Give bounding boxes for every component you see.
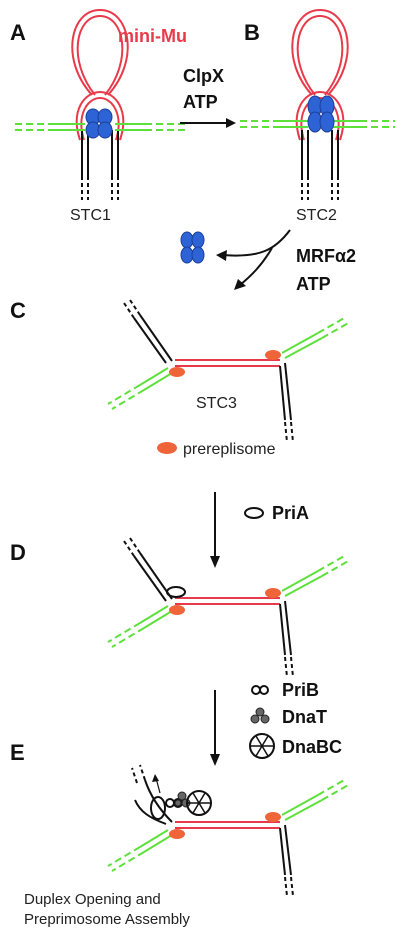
mua-tetramer-a <box>85 108 113 139</box>
mrf-label: MRFα2 <box>296 246 356 266</box>
pria-bound <box>166 586 186 598</box>
stc3-label: STC3 <box>196 395 237 412</box>
prib-legend-icon <box>251 685 269 695</box>
mua-released <box>180 231 205 264</box>
mini-mu-loop-outer <box>71 8 129 96</box>
stc1-label: STC1 <box>70 207 111 224</box>
panel-d-structure <box>107 537 351 678</box>
panel-label-b: B <box>244 20 260 45</box>
pria-legend-icon <box>244 507 264 519</box>
stc1-structure <box>15 8 185 200</box>
prereplisome-c-left <box>169 367 185 377</box>
dnabc-legend-icon <box>249 733 275 759</box>
dnat-legend-icon <box>250 707 270 724</box>
dnabc-legend-label: DnaBC <box>282 737 342 757</box>
panel-label-d: D <box>10 540 26 565</box>
caption-line-1: Duplex Opening and <box>24 891 161 908</box>
mua-tetramer-b <box>307 95 335 133</box>
prereplisome-legend-icon <box>157 442 177 454</box>
mini-mu-lower-loop <box>75 90 125 141</box>
clpx-label: ClpX <box>183 66 224 86</box>
panel-label-e: E <box>10 740 25 765</box>
caption-line-2: Preprimosome Assembly <box>24 911 190 928</box>
dnat-legend-label: DnaT <box>282 707 327 727</box>
prib-legend-label: PriB <box>282 680 319 700</box>
atp-label-1: ATP <box>183 92 218 112</box>
panel-label-a: A <box>10 20 26 45</box>
stc2-label: STC2 <box>296 207 337 224</box>
prereplisome-c-right <box>265 350 281 360</box>
pria-legend-label: PriA <box>272 503 309 523</box>
stc3-structure <box>107 299 351 443</box>
mini-mu-label: mini-Mu <box>118 26 187 46</box>
mini-mu-loop-inner <box>76 14 124 96</box>
prereplisome-legend-label: prereplisome <box>183 441 276 458</box>
mrf-arrow-down <box>239 247 273 286</box>
atp-label-2: ATP <box>296 274 331 294</box>
mrf-arrow-left <box>221 229 291 257</box>
stc2-structure <box>240 8 395 200</box>
panel-label-c: C <box>10 298 26 323</box>
panel-e-structure <box>107 764 351 897</box>
